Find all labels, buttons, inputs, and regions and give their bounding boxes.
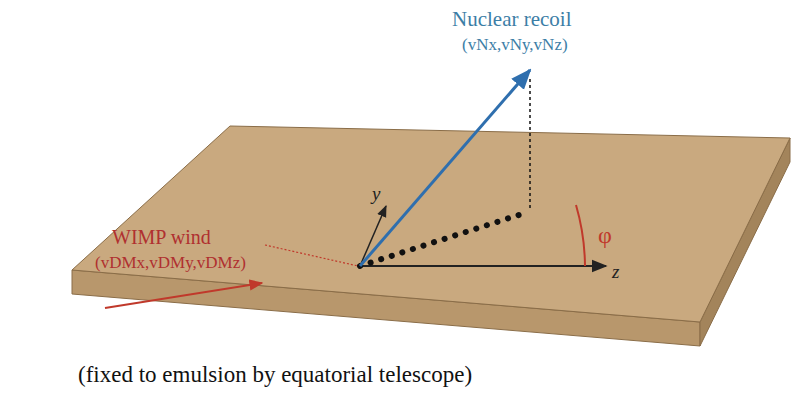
vertical-projection (529, 76, 531, 208)
recoil-velocity: (vNx,vNy,vNz) (462, 36, 568, 55)
wind-label: WIMP wind (112, 226, 211, 248)
z-axis (360, 265, 606, 267)
phi-arc (576, 205, 585, 266)
axis-label: z (612, 262, 619, 283)
wind-arrow (105, 283, 262, 308)
wind-direction-line (265, 245, 358, 266)
recoil-arrow (360, 70, 530, 266)
slab-top (72, 126, 790, 322)
wind-velocity: (vDMx,vDMy,vDMz) (95, 254, 246, 273)
caption: (fixed to emulsion by equatorial telesco… (78, 362, 472, 387)
angle-label: φ (598, 222, 612, 248)
axis-label: y (372, 184, 380, 205)
recoil-label: Nuclear recoil (452, 8, 572, 31)
